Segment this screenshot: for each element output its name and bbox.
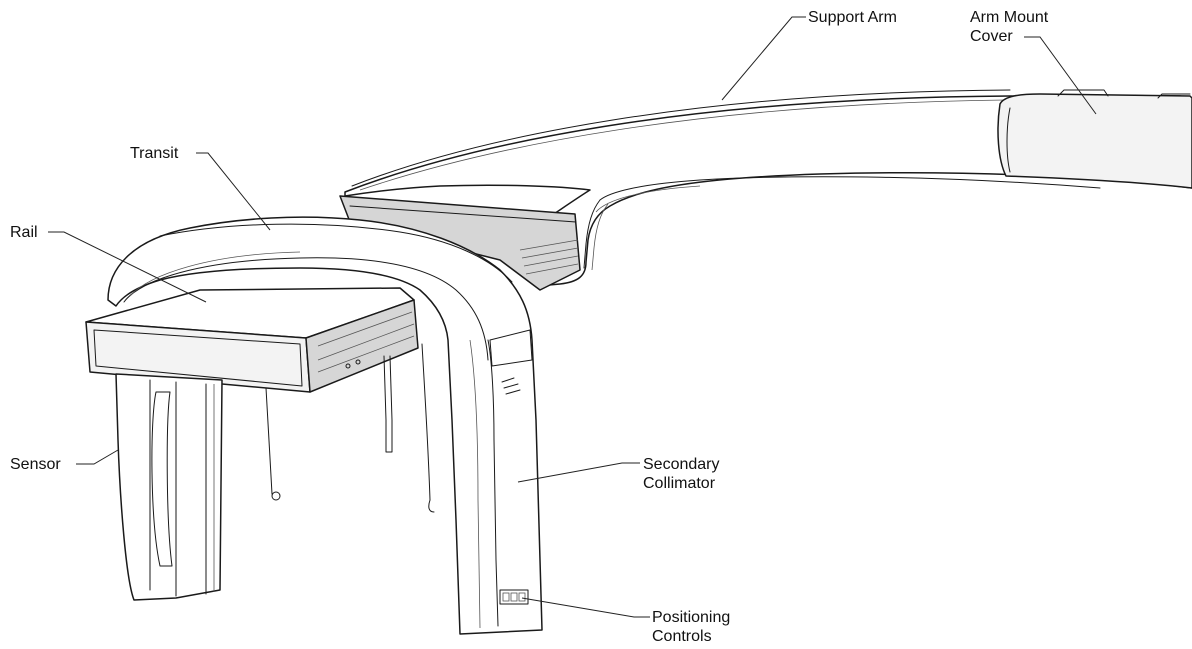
- control-panel-shape: [499, 589, 529, 605]
- rail-shape: [85, 287, 419, 393]
- sensor-shape: [115, 373, 223, 601]
- leader-lines: [48, 16, 1097, 618]
- leader-transit: [196, 152, 271, 231]
- leader-support-arm: [721, 16, 806, 101]
- arm-mount-cover-shape: [997, 89, 1192, 189]
- leader-rail: [48, 231, 207, 303]
- label-positioning-controls: Positioning Controls: [652, 609, 731, 645]
- label-support-arm: Support Arm: [808, 9, 897, 26]
- label-secondary-collimator: Secondary Collimator: [643, 456, 720, 492]
- leader-secondary-collimator: [517, 462, 640, 483]
- leader-sensor: [76, 449, 119, 465]
- cables: [265, 343, 435, 513]
- transit-shape: [107, 216, 543, 635]
- label-transit: Transit: [130, 145, 179, 162]
- label-arm-mount-cover: Arm Mount Cover: [970, 9, 1049, 45]
- label-rail: Rail: [10, 224, 38, 241]
- leader-arm-mount-cover: [1024, 36, 1097, 115]
- label-sensor: Sensor: [10, 456, 61, 473]
- leader-positioning-controls: [521, 597, 650, 618]
